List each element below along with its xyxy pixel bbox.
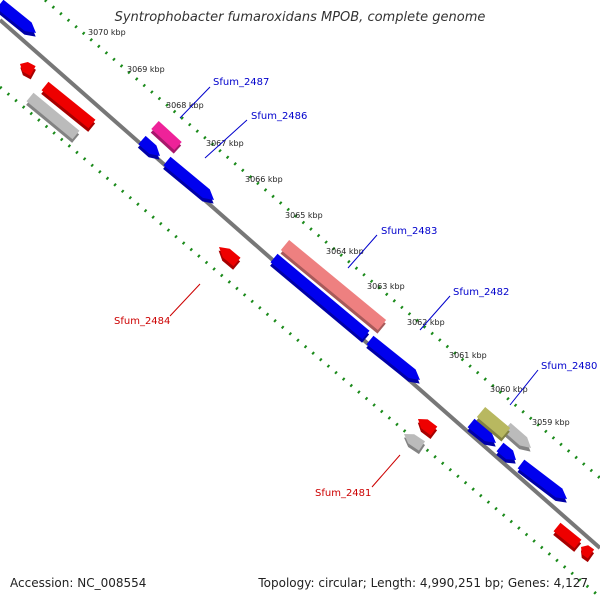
rna-feature-body	[418, 419, 438, 436]
gene-label-sfum-2487[interactable]: Sfum_2487	[213, 77, 269, 88]
tick-label: 3066 kbp	[245, 175, 283, 184]
leader-line	[204, 119, 248, 159]
pseudo-feature[interactable]	[399, 429, 426, 455]
leader-line	[347, 234, 378, 269]
leader-line	[169, 283, 201, 317]
cds-feature[interactable]	[136, 135, 165, 164]
rna-feature[interactable]	[552, 522, 583, 552]
pseudo-feature[interactable]	[501, 422, 536, 456]
cds-feature-body	[366, 335, 420, 381]
tick-label: 3067 kbp	[206, 139, 244, 148]
cds-feature[interactable]	[365, 335, 425, 388]
cds-feature-body	[270, 253, 370, 340]
cds-feature[interactable]	[269, 253, 372, 343]
gene-label-leaders	[169, 86, 539, 488]
blast-hit[interactable]	[475, 407, 512, 442]
tick-label: 3061 kbp	[449, 351, 487, 360]
gene-label-sfum-2486[interactable]: Sfum_2486	[251, 111, 307, 122]
cds-feature[interactable]	[0, 0, 41, 41]
pseudo-feature-body	[26, 92, 80, 140]
cds-feature-body	[163, 156, 214, 201]
pseudo-feature-body	[404, 434, 426, 451]
gene-label-sfum-2484[interactable]: Sfum_2484	[114, 316, 170, 327]
tick-label: 3070 kbp	[88, 28, 126, 37]
leader-line	[371, 454, 401, 488]
tick-label: 3065 kbp	[285, 211, 323, 220]
cds-feature[interactable]	[466, 418, 501, 451]
topology-text: Topology: circular; Length: 4,990,251 bp…	[258, 576, 588, 590]
cds-feature-body	[517, 459, 567, 500]
pseudo-feature[interactable]	[25, 92, 81, 143]
rna-feature-body	[581, 545, 595, 559]
tick-label: 3060 kbp	[490, 385, 528, 394]
tick-label: 3069 kbp	[127, 65, 165, 74]
cds-feature-body	[496, 442, 516, 461]
rna-feature[interactable]	[16, 59, 37, 80]
rna-feature-body	[20, 61, 36, 76]
cds-feature[interactable]	[516, 459, 572, 507]
inner-tick-ring	[0, 85, 600, 599]
cds-feature-body	[138, 135, 160, 157]
map-title: Syntrophobacter fumaroxidans MPOB, compl…	[114, 10, 486, 25]
cds-feature[interactable]	[162, 156, 219, 208]
gene-labels: Sfum_2487 Sfum_2486 Sfum_2483 Sfum_2482 …	[114, 77, 597, 499]
tick-labels: 3070 kbp 3069 kbp 3068 kbp 3067 kbp 3066…	[88, 28, 570, 427]
rna-feature[interactable]	[214, 243, 242, 270]
cds-feature-body	[0, 0, 36, 33]
cds-feature-body	[467, 418, 496, 444]
blast-hit[interactable]	[149, 120, 183, 154]
blast-hit-body	[476, 407, 511, 438]
rna-feature-body	[41, 81, 96, 129]
gene-label-sfum-2483[interactable]: Sfum_2483	[381, 226, 437, 237]
blast-hit-body	[280, 239, 387, 331]
leader-line	[509, 369, 539, 406]
gene-label-sfum-2481[interactable]: Sfum_2481	[315, 488, 371, 499]
leader-line	[419, 295, 451, 331]
blast-hit-body	[151, 120, 182, 151]
gene-label-sfum-2480[interactable]: Sfum_2480	[541, 361, 597, 372]
pseudo-feature-body	[503, 422, 532, 449]
rna-feature[interactable]	[576, 542, 596, 563]
blast-hit[interactable]	[279, 239, 388, 334]
tick-label: 3064 kbp	[326, 247, 364, 256]
tick-label: 3068 kbp	[166, 101, 204, 110]
tick-label: 3063 kbp	[367, 282, 405, 291]
rna-feature[interactable]	[413, 415, 439, 439]
feature-track	[0, 0, 596, 563]
tick-label: 3062 kbp	[407, 318, 445, 327]
gene-label-sfum-2482[interactable]: Sfum_2482	[453, 287, 509, 298]
rna-feature[interactable]	[40, 81, 97, 132]
accession-text: Accession: NC_008554	[10, 576, 147, 590]
tick-label: 3059 kbp	[532, 418, 570, 427]
cds-feature[interactable]	[495, 442, 521, 468]
leader-line	[179, 86, 211, 119]
rna-feature-body	[219, 247, 241, 267]
outer-tick-ring	[44, 0, 600, 480]
rna-feature-body	[553, 522, 582, 549]
